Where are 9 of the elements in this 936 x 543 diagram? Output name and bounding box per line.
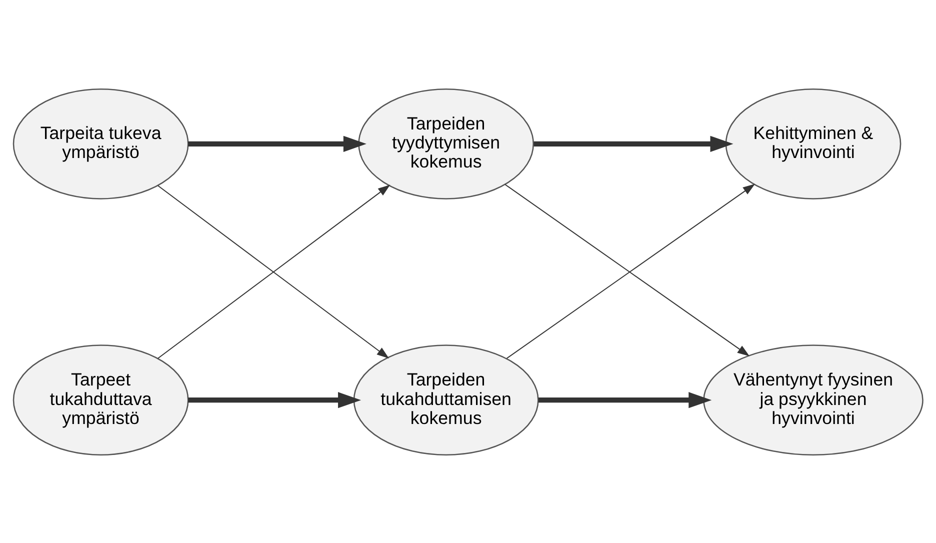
- arrow: [538, 392, 712, 408]
- node-ellipse: Tarpeiden tukahduttamisen kokemus: [353, 344, 539, 456]
- arrow: [534, 135, 734, 152]
- node-ellipse: Tarpeita tukeva ympäristö: [12, 88, 189, 199]
- arrow: [188, 392, 362, 408]
- node-ellipse: Kehittyminen & hyvinvointi: [725, 88, 902, 199]
- node-ellipse: Tarpeet tukahduttava ympäristö: [12, 344, 189, 456]
- arrow: [188, 135, 366, 152]
- node-ellipse: Tarpeiden tyydyttymisen kokemus: [358, 88, 534, 199]
